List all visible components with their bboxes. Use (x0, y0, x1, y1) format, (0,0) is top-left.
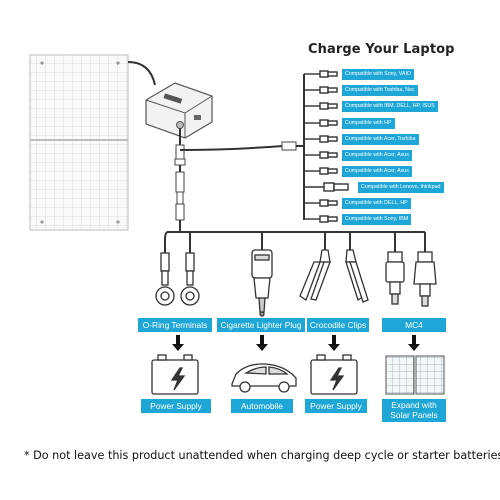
down-arrow-icons (172, 335, 420, 351)
power-supply-label: Power Supply (141, 399, 211, 413)
battery-icon (310, 354, 358, 395)
crocodile-clips-image (299, 249, 369, 303)
laptop-tip-label: Compatible with Acer, Asus (342, 150, 412, 161)
laptop-tip-label: Compatible with HP (342, 118, 395, 129)
controller-box-image (145, 82, 213, 139)
laptop-tip-label: Compatible with IBM, DELL, HP, ISUS (342, 101, 438, 112)
laptop-tip-label: Compatible with Sony, VAIO (342, 69, 415, 80)
solar-panels-icon (385, 355, 445, 395)
mc4-label: MC4 (382, 318, 446, 332)
laptop-tip-label: Compatible with DELL, HP (342, 198, 411, 209)
warning-note: * Do not leave this product unattended w… (24, 449, 500, 462)
cigarette-lighter-plug-label: Cigarette Lighter Plug (217, 318, 305, 332)
expand-solar-panels-label: Expand with Solar Panels (382, 399, 446, 422)
solar-panel-image (29, 54, 129, 231)
laptop-tip-label: Compatible with Toshiba, Nec (342, 85, 418, 96)
o-ring-terminals-label: O-Ring Terminals (138, 318, 212, 332)
laptop-tip-label: Compatible with Lenovo, thinkpad (358, 182, 444, 193)
laptop-tip-connectors (304, 70, 349, 223)
cigarette-lighter-plug-image (251, 249, 273, 317)
power-supply-label: Power Supply (305, 399, 367, 413)
battery-icon (151, 354, 199, 395)
laptop-tip-label: Compatible with Acer, Toshiba (342, 134, 419, 145)
laptop-tip-label: Compatible with Acer, Asus (342, 166, 412, 177)
car-icon (231, 363, 297, 393)
o-ring-terminals-image (155, 252, 200, 306)
automobile-label: Automobile (231, 399, 293, 413)
page-title: Charge Your Laptop (308, 42, 455, 57)
mc4-connectors-image (385, 251, 437, 307)
crocodile-clips-label: Crocodile Clips (307, 318, 369, 332)
laptop-tip-label: Compatible with Sony, IBM (342, 214, 412, 225)
